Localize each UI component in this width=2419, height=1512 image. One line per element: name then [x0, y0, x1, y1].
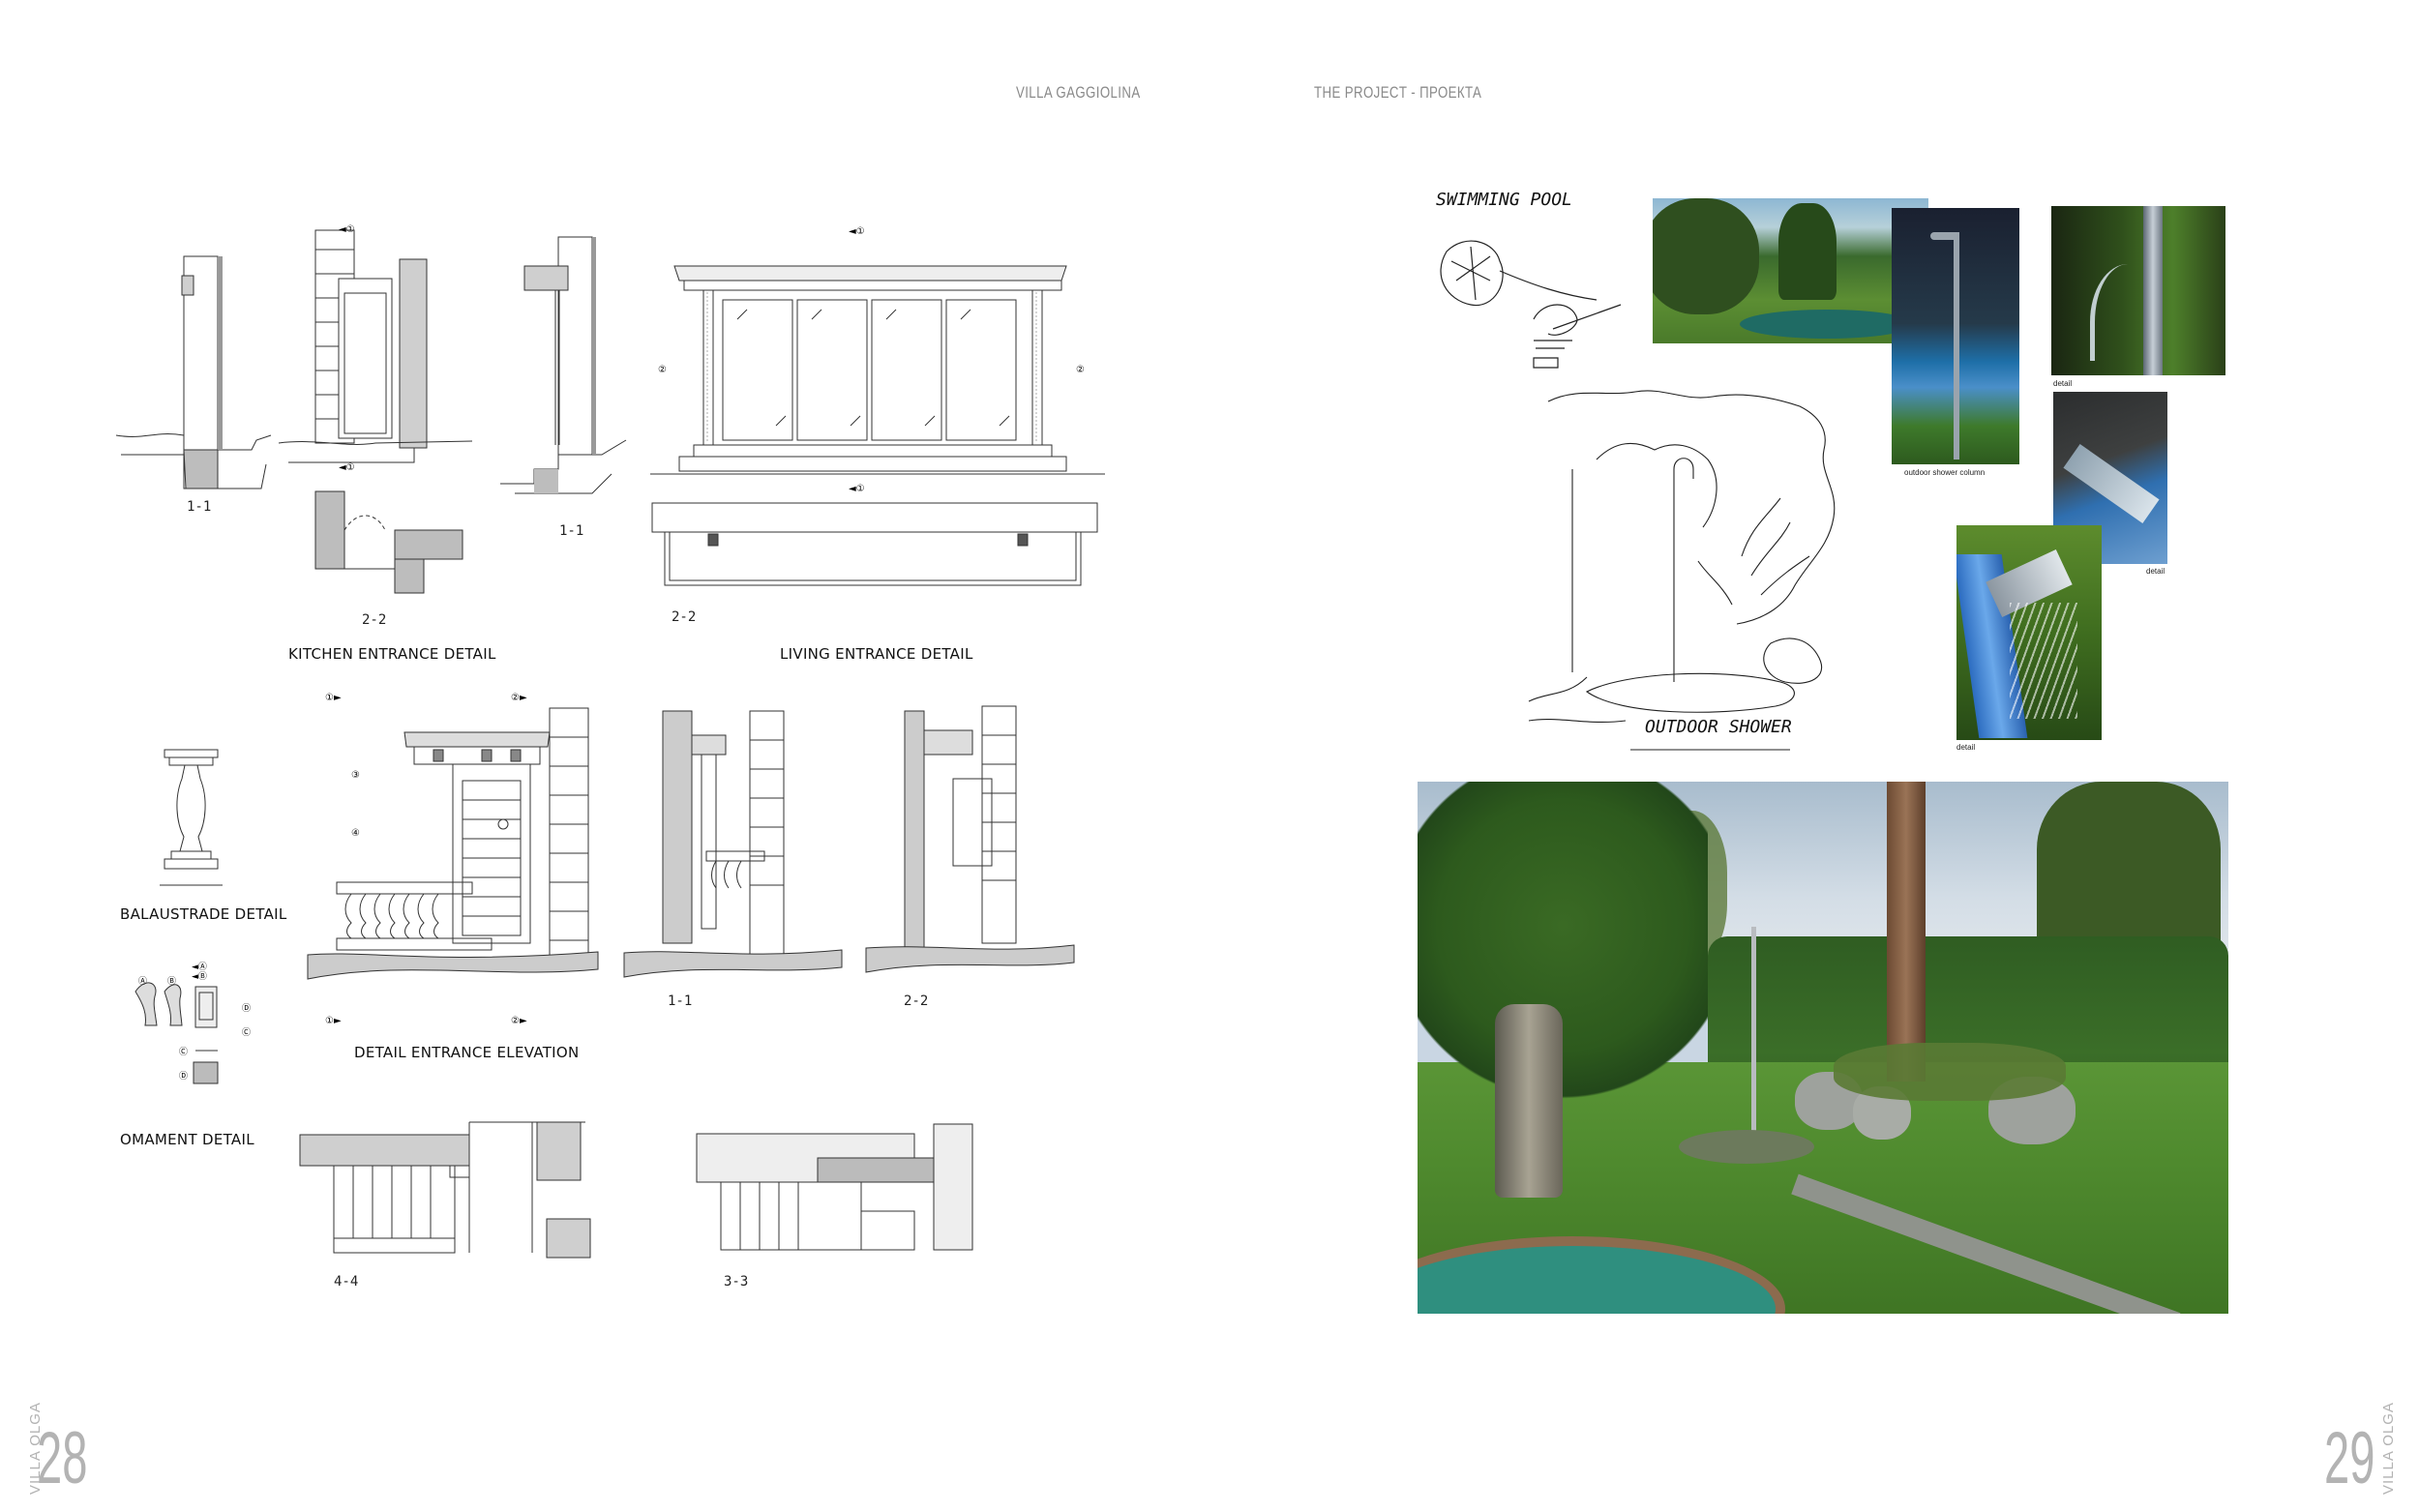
kitchen-section-1-1-drawing	[116, 232, 271, 493]
footer-vertical-right: VILLA OLGA	[2380, 1402, 2397, 1495]
svg-text:◄①: ◄①	[849, 484, 865, 494]
outdoor-shower-title: OUTDOOR SHOWER	[1645, 717, 1792, 737]
section-label-e11: 1-1	[668, 993, 693, 1009]
section-label-k22: 2-2	[362, 612, 387, 628]
header-left-title: VILLA GAGGIOLINA	[1016, 83, 1141, 102]
outdoor-shower-sketch	[1529, 382, 1916, 759]
svg-text:◄①: ◄①	[849, 226, 865, 237]
living-entrance-label: LIVING ENTRANCE DETAIL	[780, 645, 973, 663]
svg-text:Ⓓ: Ⓓ	[179, 1071, 188, 1082]
section-label-s44: 4-4	[334, 1274, 359, 1290]
detail-photo-3	[1956, 525, 2102, 740]
swimming-pool-sketch	[1427, 213, 1650, 377]
caption-detail-2: detail	[2146, 567, 2165, 576]
svg-text:Ⓐ: Ⓐ	[138, 976, 147, 987]
svg-text:①►: ①►	[325, 693, 342, 703]
svg-text:②: ②	[658, 365, 667, 375]
svg-text:Ⓓ: Ⓓ	[242, 1003, 251, 1014]
ornament-drawing: Ⓐ Ⓑ ◄Ⓐ ◄Ⓑ Ⓓ Ⓒ Ⓒ Ⓓ	[126, 962, 251, 1098]
balaustrade-label: BALAUSTRADE DETAIL	[120, 905, 287, 923]
detail-photo-1	[2051, 206, 2225, 375]
ornament-label: OMAMENT DETAIL	[120, 1131, 254, 1148]
balaustrade-drawing	[160, 745, 223, 890]
caption-detail-1: detail	[2053, 379, 2073, 388]
page-number-right: 29	[2324, 1417, 2375, 1499]
kitchen-entrance-label: KITCHEN ENTRANCE DETAIL	[288, 645, 496, 663]
section-4-4-drawing	[295, 1108, 600, 1262]
svg-text:◄Ⓐ: ◄Ⓐ	[192, 962, 207, 972]
svg-text:④: ④	[351, 828, 360, 839]
section-3-3-drawing	[692, 1105, 982, 1260]
detail-entrance-elevation-drawing: ①► ②► ③ ④ ①► ②►	[308, 693, 598, 1026]
svg-text:③: ③	[351, 770, 360, 781]
section-label-s33: 3-3	[724, 1274, 749, 1290]
page-number-left: 28	[37, 1417, 88, 1499]
section-label-l11: 1-1	[559, 523, 584, 539]
svg-text:Ⓒ: Ⓒ	[179, 1047, 188, 1057]
detail-entrance-elevation-label: DETAIL ENTRANCE ELEVATION	[354, 1044, 580, 1061]
section-label-k11: 1-1	[187, 499, 212, 515]
entrance-section-2-2-drawing	[866, 701, 1074, 982]
kitchen-section-2-2-drawing: ◄① ◄①	[279, 224, 472, 593]
living-entrance-elevation-drawing: ◄① ◄① ② ②	[650, 226, 1105, 600]
svg-text:②►: ②►	[511, 1016, 527, 1026]
section-label-l22: 2-2	[672, 609, 697, 625]
garden-render-image	[1418, 782, 2228, 1314]
caption-shower-column: outdoor shower column	[1904, 468, 1986, 477]
living-section-1-1-drawing	[495, 232, 641, 493]
svg-text:◄Ⓑ: ◄Ⓑ	[192, 971, 207, 982]
pool-photo	[1653, 198, 1928, 343]
svg-text:②: ②	[1076, 365, 1085, 375]
caption-detail-3: detail	[1956, 743, 1976, 752]
entrance-section-1-1-drawing	[624, 706, 842, 977]
marker-1: ◄①	[339, 224, 355, 235]
svg-text:①►: ①►	[325, 1016, 342, 1026]
svg-text:◄①: ◄①	[339, 462, 355, 473]
section-label-e22: 2-2	[904, 993, 929, 1009]
svg-text:②►: ②►	[511, 693, 527, 703]
svg-text:Ⓑ: Ⓑ	[167, 976, 176, 987]
svg-text:Ⓒ: Ⓒ	[242, 1027, 251, 1038]
swimming-pool-title: SWIMMING POOL	[1436, 190, 1572, 210]
header-right-title: THE PROJECT - ПРОЕКТА	[1314, 83, 1482, 102]
shower-column-photo	[1892, 208, 2019, 464]
